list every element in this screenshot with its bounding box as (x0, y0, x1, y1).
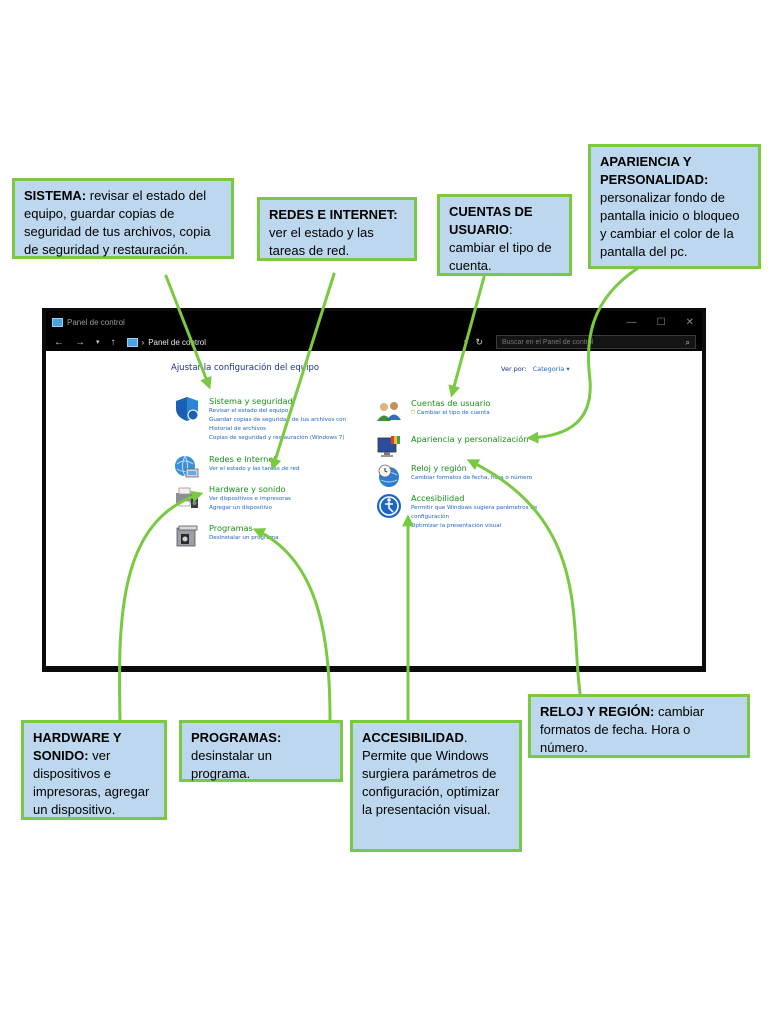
category-title[interactable]: Hardware y sonido (209, 484, 286, 494)
callout-title: APARIENCIA Y PERSONALIDAD: (600, 154, 709, 187)
callout-text: revisar el estado del equipo, guardar co… (24, 188, 211, 257)
view-by: Ver por: Categoría ▾ (501, 365, 570, 373)
callout-title: SISTEMA: (24, 188, 87, 203)
view-by-dropdown[interactable]: Categoría ▾ (532, 365, 570, 373)
uac-shield-icon: ⛉ (411, 410, 416, 416)
breadcrumb-separator-icon: › (141, 337, 145, 347)
arrow-programas (252, 528, 332, 722)
category-title[interactable]: Programas (209, 523, 253, 533)
page-title: Ajustar la configuración del equipo (171, 363, 320, 373)
callout-text: cambiar formatos de fecha. Hora o número… (540, 704, 705, 755)
control-panel-window: Panel de control — ☐ ✕ ← → ▾ ↑ › Panel d… (42, 308, 706, 672)
arrow-cuentas (448, 275, 486, 398)
callout-title: ACCESIBILIDAD (362, 730, 464, 745)
callout-text: personalizar fondo de pantalla inicio o … (600, 190, 740, 259)
arrow-sistema (164, 274, 212, 390)
globe-network-icon (175, 455, 199, 478)
category-link[interactable]: Permitir que Windows sugiera parámetros … (411, 505, 538, 511)
programs-icon (176, 525, 198, 547)
forward-arrow-icon[interactable]: → (75, 336, 85, 348)
category-link[interactable]: Agregar un dispositivo (209, 505, 272, 511)
category-link-text: Cambiar el tipo de cuenta (416, 410, 490, 416)
callout-hardware: HARDWARE Y SONIDO: ver dispositivos e im… (21, 720, 167, 820)
callout-text: desinstalar un programa. (191, 748, 272, 781)
category-link[interactable]: ⛉ Cambiar el tipo de cuenta (411, 409, 581, 418)
category-link[interactable]: Copias de seguridad y restauración (Wind… (209, 435, 345, 441)
content-area: Ajustar la configuración del equipo Ver … (46, 351, 702, 666)
arrow-hardware (118, 490, 204, 722)
close-icon[interactable]: ✕ (685, 316, 694, 328)
users-icon (377, 402, 401, 421)
callout-text: ver dispositivos e impresoras, agregar u… (33, 748, 150, 817)
callout-apariencia: APARIENCIA Y PERSONALIDAD: personalizar … (588, 144, 761, 269)
arrow-apariencia (526, 266, 640, 444)
breadcrumb-item[interactable]: Panel de control (148, 337, 207, 347)
category-link[interactable]: Cambiar formatos de fecha, hora o número (411, 475, 533, 481)
arrow-reloj (466, 459, 582, 695)
category-link[interactable]: Historial de archivos (209, 426, 267, 432)
back-arrow-icon[interactable]: ← (54, 336, 64, 348)
breadcrumb[interactable]: › Panel de control (126, 337, 207, 347)
category-title[interactable]: Sistema y seguridad (209, 396, 293, 406)
category-link[interactable]: Ver dispositivos e impresoras (209, 496, 291, 502)
chevron-down-icon[interactable]: ▾ (96, 339, 100, 346)
callout-reloj: RELOJ Y REGIÓN: cambiar formatos de fech… (528, 694, 750, 758)
callout-title: REDES E INTERNET: (269, 207, 398, 222)
category-link[interactable]: Revisar el estado del equipo (209, 408, 289, 414)
callout-title: CUENTAS DE USUARIO (449, 204, 533, 237)
callout-programas: PROGRAMAS: desinstalar un programa. (179, 720, 343, 782)
category-link[interactable]: Desinstalar un programa (209, 535, 279, 541)
callout-redes: REDES E INTERNET: ver el estado y las ta… (257, 197, 417, 261)
view-by-value: Categoría (532, 365, 565, 373)
callout-title: PROGRAMAS: (191, 730, 282, 745)
window-title: Panel de control (67, 317, 125, 327)
callout-sistema: SISTEMA: revisar el estado del equipo, g… (12, 178, 234, 259)
search-input[interactable]: Buscar en el Panel de control ⌕ (496, 335, 696, 349)
control-panel-icon (126, 337, 138, 347)
control-panel-icon (52, 317, 63, 327)
maximize-icon[interactable]: ☐ (656, 316, 666, 328)
callout-title: HARDWARE Y SONIDO: (33, 730, 122, 763)
callout-cuentas: CUENTAS DE USUARIO: cambiar el tipo de c… (437, 194, 572, 276)
clock-globe-icon (378, 464, 399, 487)
monitor-palette-icon (377, 436, 400, 457)
title-bar: Panel de control — ☐ ✕ (46, 311, 702, 333)
category-title[interactable]: Cuentas de usuario (411, 398, 491, 408)
search-placeholder: Buscar en el Panel de control (502, 339, 594, 346)
category-title[interactable]: Apariencia y personalización (411, 434, 529, 444)
category-title[interactable]: Accesibilidad (411, 493, 465, 503)
refresh-icon[interactable]: ↻ (475, 336, 484, 347)
view-by-label: Ver por: (501, 365, 527, 373)
category-title[interactable]: Reloj y región (411, 463, 467, 473)
category-link[interactable]: configuración (411, 514, 449, 520)
callout-text: : cambiar el tipo de cuenta. (449, 222, 552, 273)
callout-text: . Permite que Windows surgiera parámetro… (362, 730, 500, 817)
minimize-icon[interactable]: — (626, 316, 637, 328)
category-link[interactable]: Ver el estado y las tareas de red (209, 466, 300, 472)
address-bar: ← → ▾ ↑ › Panel de control ▾ ↻ Buscar en… (46, 333, 702, 351)
arrow-redes (269, 272, 336, 471)
accessibility-icon (377, 494, 401, 518)
callout-accesibilidad: ACCESIBILIDAD. Permite que Windows surgi… (350, 720, 522, 852)
callout-title: RELOJ Y REGIÓN: (540, 704, 655, 719)
up-arrow-icon[interactable]: ↑ (110, 336, 116, 348)
category-link[interactable]: Guardar copias de seguridad de tus archi… (209, 417, 347, 423)
shield-icon (176, 397, 199, 421)
callout-text: ver el estado y las tareas de red. (269, 225, 374, 258)
search-icon[interactable]: ⌕ (685, 338, 690, 347)
category-title[interactable]: Redes e Internet (209, 454, 277, 464)
category-link[interactable]: Optimizar la presentación visual (411, 523, 502, 529)
